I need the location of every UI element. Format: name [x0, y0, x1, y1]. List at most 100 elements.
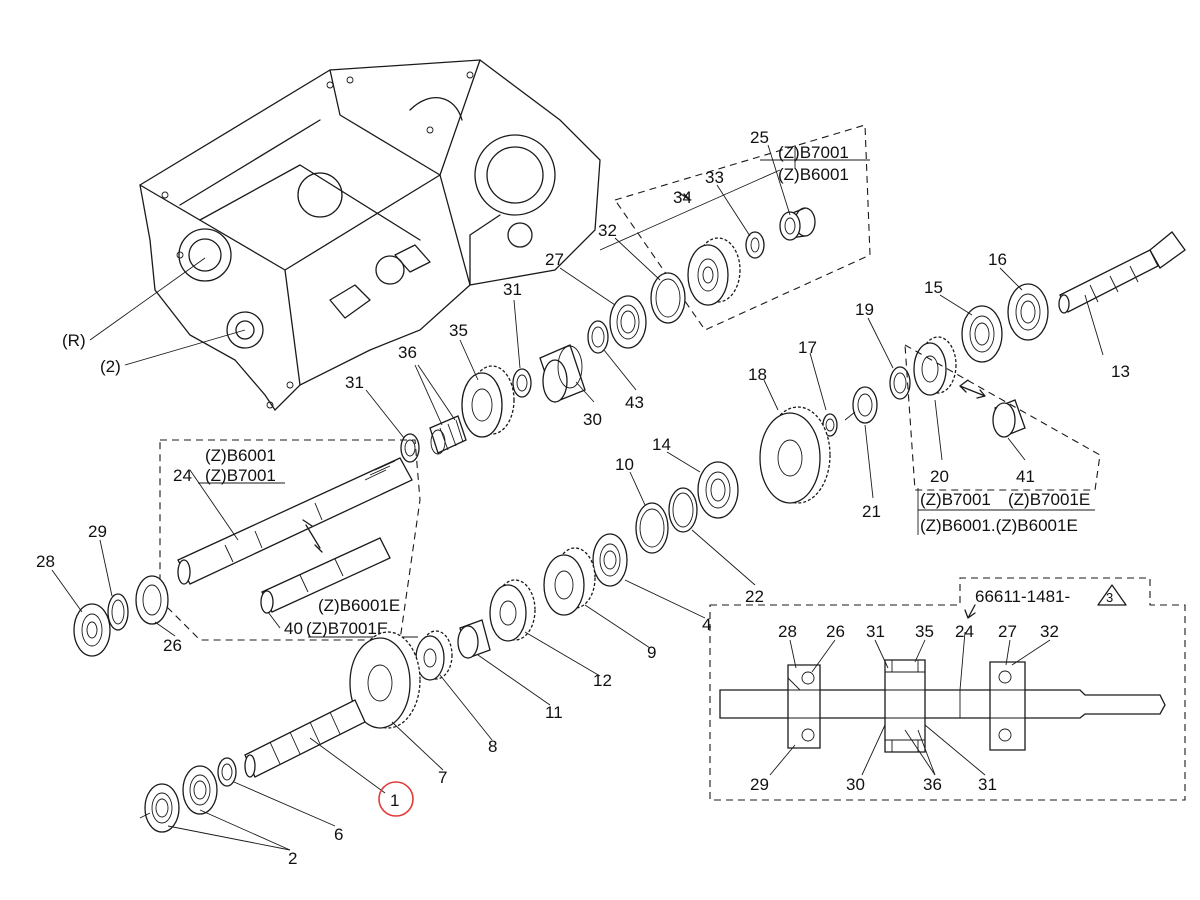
label-36: 36	[398, 343, 417, 362]
part-30-sleeve	[539, 344, 586, 403]
note-right-b: (Z)B7001E	[1008, 490, 1090, 509]
label-28: 28	[36, 552, 55, 571]
label-6: 6	[334, 825, 343, 844]
part-6-washer	[217, 757, 237, 787]
inset-detail: 66611-1481- 3	[709, 577, 1186, 801]
part-33-washer	[745, 231, 765, 259]
side-label-two: (2)	[100, 357, 121, 376]
part-31-ring-upper	[512, 368, 532, 398]
right-group-boundary	[904, 344, 1101, 491]
part-32-ring	[650, 272, 686, 324]
part-41-sleeve	[992, 399, 1026, 438]
note-left-d: (Z)B7001E	[306, 619, 388, 638]
leader-lines	[51, 144, 1104, 851]
label-19: 19	[855, 300, 874, 319]
part-18-gear	[759, 406, 831, 504]
part-15-bearing	[961, 305, 1003, 363]
part-34-gear	[687, 237, 741, 306]
part-25-bushing	[779, 207, 816, 241]
label-10: 10	[615, 455, 634, 474]
inset-label-30: 30	[846, 775, 865, 794]
part-29-ring	[107, 593, 129, 631]
part-2-bearing-b	[144, 783, 180, 833]
part-10-ring	[635, 502, 669, 554]
part-4-bearing	[592, 533, 628, 587]
inset-label-27: 27	[998, 622, 1017, 641]
label-25: 25	[750, 128, 769, 147]
part-20-gear	[913, 336, 957, 396]
part-11-sleeve	[457, 619, 491, 659]
label-18: 18	[748, 365, 767, 384]
note-left-a: (Z)B6001	[205, 446, 276, 465]
part-13-shaft	[1058, 231, 1186, 314]
inset-ref: 66611-1481-	[975, 587, 1070, 606]
inset-ref-symbol: 3	[1106, 590, 1113, 605]
label-2: 2	[288, 849, 297, 868]
label-12: 12	[593, 671, 612, 690]
inset-label-32: 32	[1040, 622, 1059, 641]
label-14: 14	[652, 435, 671, 454]
label-33: 33	[705, 168, 724, 187]
inset-label-26: 26	[826, 622, 845, 641]
label-41: 41	[1016, 467, 1035, 486]
label-26: 26	[163, 636, 182, 655]
part-19-ring	[889, 366, 911, 400]
part-labels: 25 33 34 32 27 31 35 36 31 30 43 13 16 1…	[36, 128, 1130, 868]
inset-label-24: 24	[955, 622, 974, 641]
inset-label-31-bottom: 31	[978, 775, 997, 794]
label-21: 21	[862, 502, 881, 521]
part-16-bearing	[1007, 283, 1049, 341]
note-right-c: (Z)B6001.(Z)B6001E	[920, 516, 1078, 535]
inset-label-36: 36	[923, 775, 942, 794]
transmission-case	[139, 59, 601, 412]
label-17: 17	[798, 338, 817, 357]
label-7: 7	[438, 768, 447, 787]
label-27: 27	[545, 250, 564, 269]
label-31-upper: 31	[503, 280, 522, 299]
label-9: 9	[647, 643, 656, 662]
part-24-shaft	[177, 457, 413, 585]
part-7-gear	[349, 631, 421, 729]
label-24: 24	[173, 466, 192, 485]
note-left-c: (Z)B6001E	[318, 596, 400, 615]
label-32: 32	[598, 221, 617, 240]
inset-label-28: 28	[778, 622, 797, 641]
label-43: 43	[625, 393, 644, 412]
part-40-shaft	[260, 537, 391, 614]
side-label-r: (R)	[62, 331, 86, 350]
part-1-shaft	[244, 699, 366, 778]
part-21-ring	[852, 386, 878, 424]
label-35: 35	[449, 321, 468, 340]
highlight-circle	[378, 781, 414, 817]
label-13: 13	[1111, 362, 1130, 381]
label-31-left: 31	[345, 373, 364, 392]
inset-label-35: 35	[915, 622, 934, 641]
label-8: 8	[488, 737, 497, 756]
part-35-gear	[461, 365, 515, 438]
label-22: 22	[745, 587, 764, 606]
label-1: 1	[390, 791, 399, 810]
part-27-bearing	[609, 295, 647, 349]
label-40: 40	[284, 619, 303, 638]
part-9-gear	[543, 547, 596, 616]
note-left-b: (Z)B7001	[205, 466, 276, 485]
part-43-ring	[587, 320, 609, 354]
label-11: 11	[545, 703, 563, 722]
label-16: 16	[988, 250, 1007, 269]
note-upper-b: (Z)B6001	[778, 165, 849, 184]
part-31-ring-left	[400, 433, 420, 463]
label-20: 20	[930, 467, 949, 486]
part-12-gear	[489, 579, 536, 642]
inset-label-31-top: 31	[866, 622, 885, 641]
part-8-gear	[415, 630, 453, 681]
note-right-a: (Z)B7001	[920, 490, 991, 509]
label-34: 34	[673, 188, 692, 207]
part-26-bearing	[135, 575, 169, 625]
part-28-seal	[73, 603, 111, 657]
part-22-ring	[668, 487, 698, 533]
label-4: 4	[702, 615, 711, 634]
part-2-bearing-a	[182, 765, 218, 815]
inset-label-29: 29	[750, 775, 769, 794]
label-15: 15	[924, 278, 943, 297]
